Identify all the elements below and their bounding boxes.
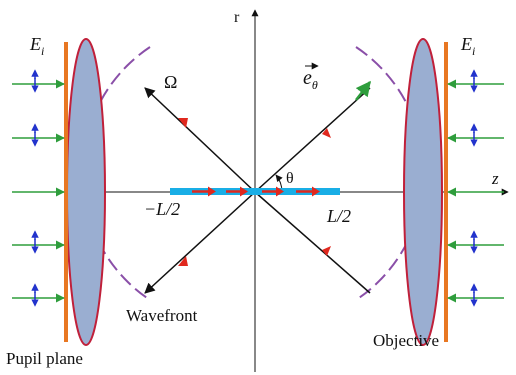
label-pupil-plane: Pupil plane (6, 349, 83, 368)
source-arrowhead-1 (208, 186, 216, 197)
e-theta-vector (355, 80, 371, 101)
source-segment (170, 188, 340, 195)
source-arrowhead-4 (312, 186, 320, 197)
label-E-left: Ei (29, 34, 44, 58)
label-omega: Ω (164, 72, 177, 92)
label-E-right-sub: i (472, 44, 475, 58)
ray-upper-left (144, 87, 256, 193)
lens-left (66, 38, 106, 346)
ray-arrow-lower-right (322, 246, 331, 256)
z-axis-label: z (491, 169, 499, 188)
label-E-right: Ei (460, 34, 475, 58)
ray-arrow-upper-left (178, 118, 188, 128)
source-arrowhead-2 (240, 186, 248, 197)
label-theta: θ (286, 170, 294, 187)
label-e-theta-sub: θ (312, 78, 318, 92)
source-arrowhead-3 (276, 186, 284, 197)
ray-lower-right (254, 191, 371, 294)
label-E-left-sub: i (41, 44, 44, 58)
ray-upper-right (254, 87, 371, 193)
ray-lower-left (144, 191, 256, 294)
lens-right (403, 38, 443, 346)
label-E-right-main: E (460, 34, 472, 54)
label-objective: Objective (373, 331, 439, 350)
ray-arrow-lower-left (178, 256, 188, 266)
label-E-left-main: E (29, 34, 41, 54)
r-axis-label: r (234, 9, 240, 26)
label-e-theta: eθ (303, 62, 319, 92)
label-plus-L2: L/2 (326, 206, 351, 226)
ray-arrow-upper-right (322, 128, 331, 138)
label-wavefront: Wavefront (126, 306, 198, 325)
label-e-theta-text: eθ (303, 67, 318, 92)
label-minus-L2: −L/2 (144, 199, 180, 219)
label-e-theta-main: e (303, 67, 312, 89)
